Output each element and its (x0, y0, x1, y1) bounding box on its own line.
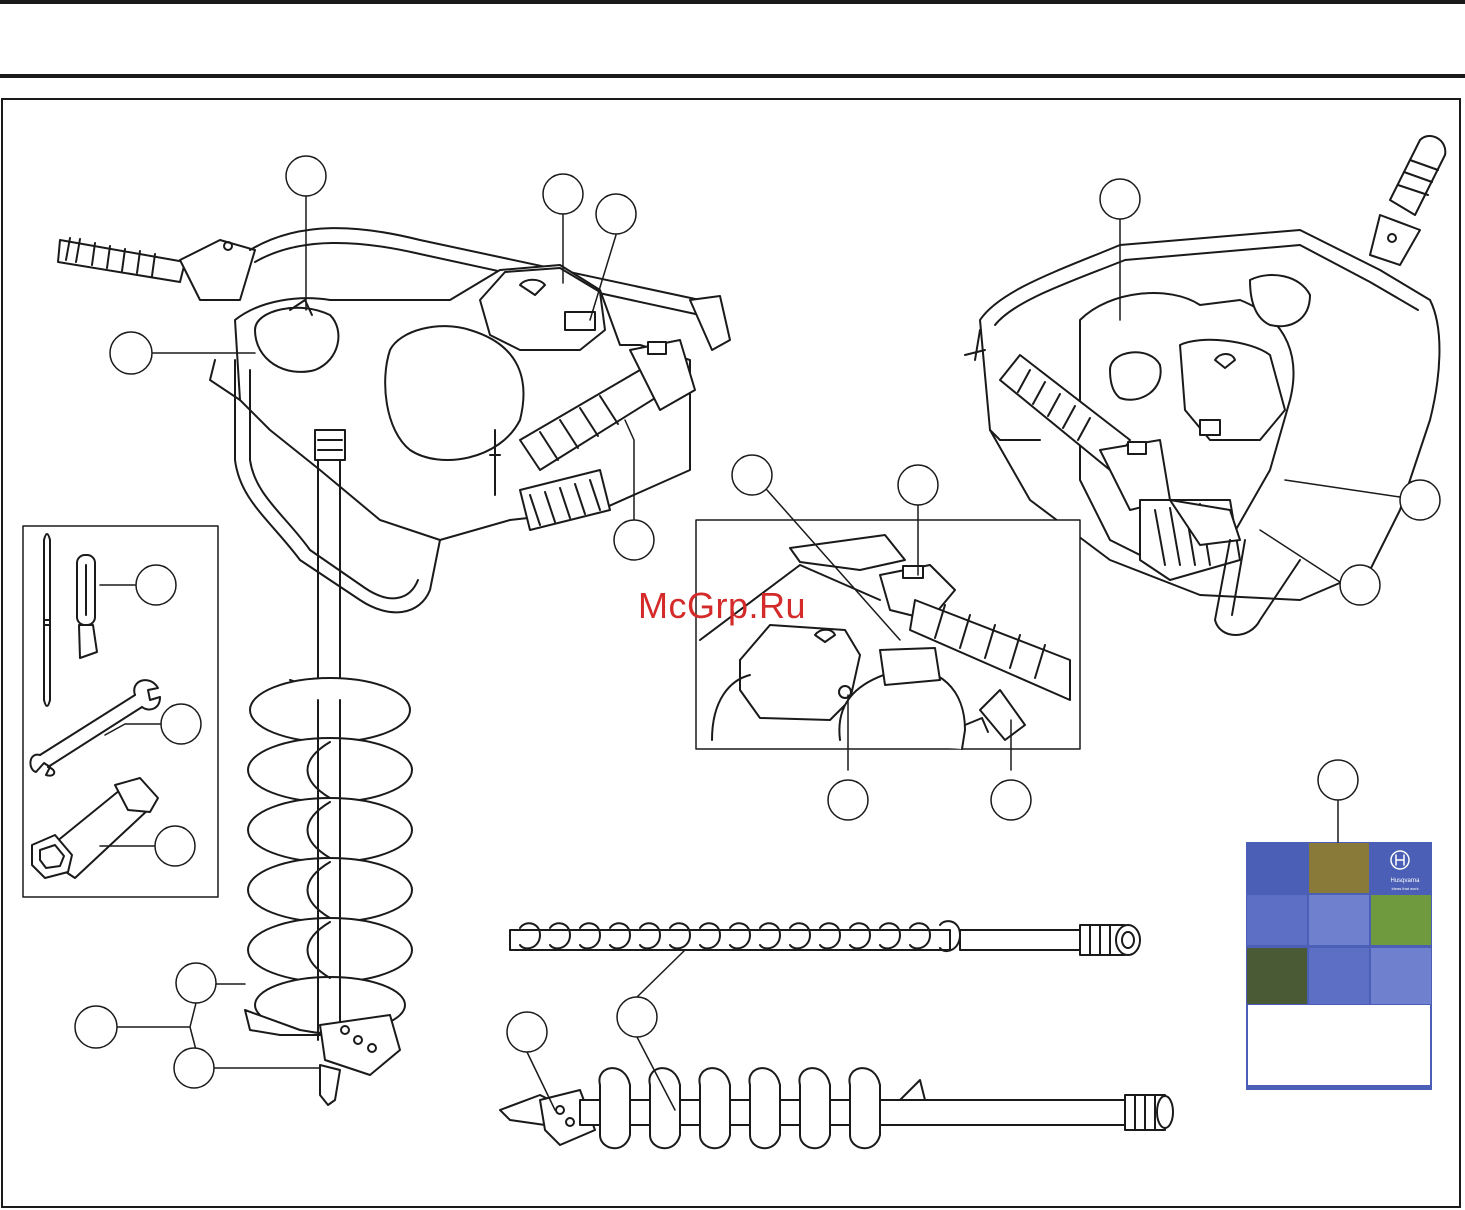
watermark-text: McGrp.Ru (638, 585, 806, 627)
callout-circle-icon (732, 455, 772, 495)
screwdriver-icon (77, 555, 97, 658)
manual-brand-label: Husqvarna (1380, 878, 1430, 884)
callout-circle-icon (991, 780, 1031, 820)
callout-circle-icon (161, 704, 201, 744)
manual-tagline-label: Ideas that work (1380, 886, 1430, 891)
callout-circle-icon (1100, 179, 1140, 219)
callout-circle-icon (1318, 760, 1358, 800)
callout-circle-icon (507, 1012, 547, 1052)
callout-circle-icon (543, 174, 583, 214)
callout-circle-icon (75, 1006, 117, 1048)
callout-circle-icon (1400, 480, 1440, 520)
callout-circle-icon (614, 520, 654, 560)
callout-circle-icon (286, 156, 326, 196)
callout-circle-icon (1340, 565, 1380, 605)
callout-circle-icon (176, 963, 216, 1003)
callout-circle-icon (828, 780, 868, 820)
callout-circle-icon (898, 465, 938, 505)
callout-circle-icon (110, 332, 152, 374)
callout-circle-icon (617, 997, 657, 1037)
detail-inset (696, 520, 1080, 749)
callout-circle-icon (596, 194, 636, 234)
auger-bit-large (500, 1068, 1173, 1148)
callout-circle-icon (136, 565, 176, 605)
callout-circle-icon (155, 826, 195, 866)
auger-bit-long (510, 921, 1140, 955)
callout-circle-icon (174, 1048, 214, 1088)
